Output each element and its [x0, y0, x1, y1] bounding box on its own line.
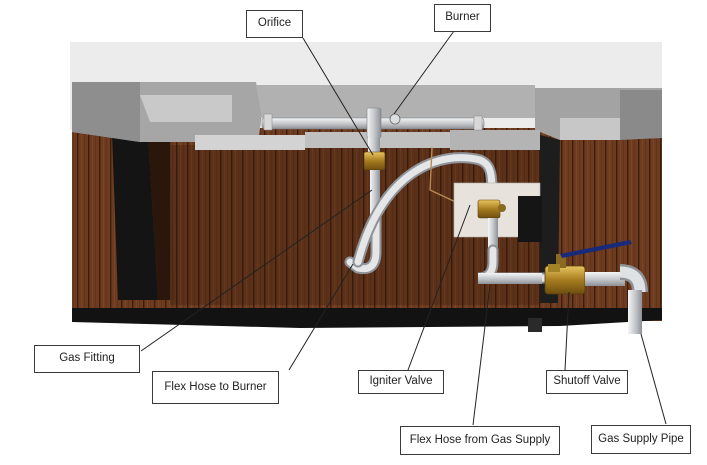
gas-fitting-label: Gas Fitting: [34, 345, 140, 373]
burner-pipe: [261, 107, 485, 139]
base-rim: [72, 308, 662, 332]
shutoff-valve-label: Shutoff Valve: [546, 370, 628, 394]
flex-hose-to-burner-label: Flex Hose to Burner: [152, 371, 279, 404]
flex-hose-to-burner: [344, 147, 498, 275]
orifice-fitting: [363, 137, 386, 218]
flex-hose-from-gas-supply: [477, 244, 554, 284]
orifice-label: Orifice: [246, 10, 303, 38]
gas-supply-pipe-label: Gas Supply Pipe: [591, 425, 691, 454]
callout-leaders: [140, 30, 667, 426]
flex-hose-from-gas-supply-label: Flex Hose from Gas Supply: [400, 426, 560, 455]
burner-label: Burner: [434, 4, 491, 32]
gas-supply-pipe: [585, 264, 648, 334]
igniter-valve-label: Igniter Valve: [358, 370, 444, 394]
